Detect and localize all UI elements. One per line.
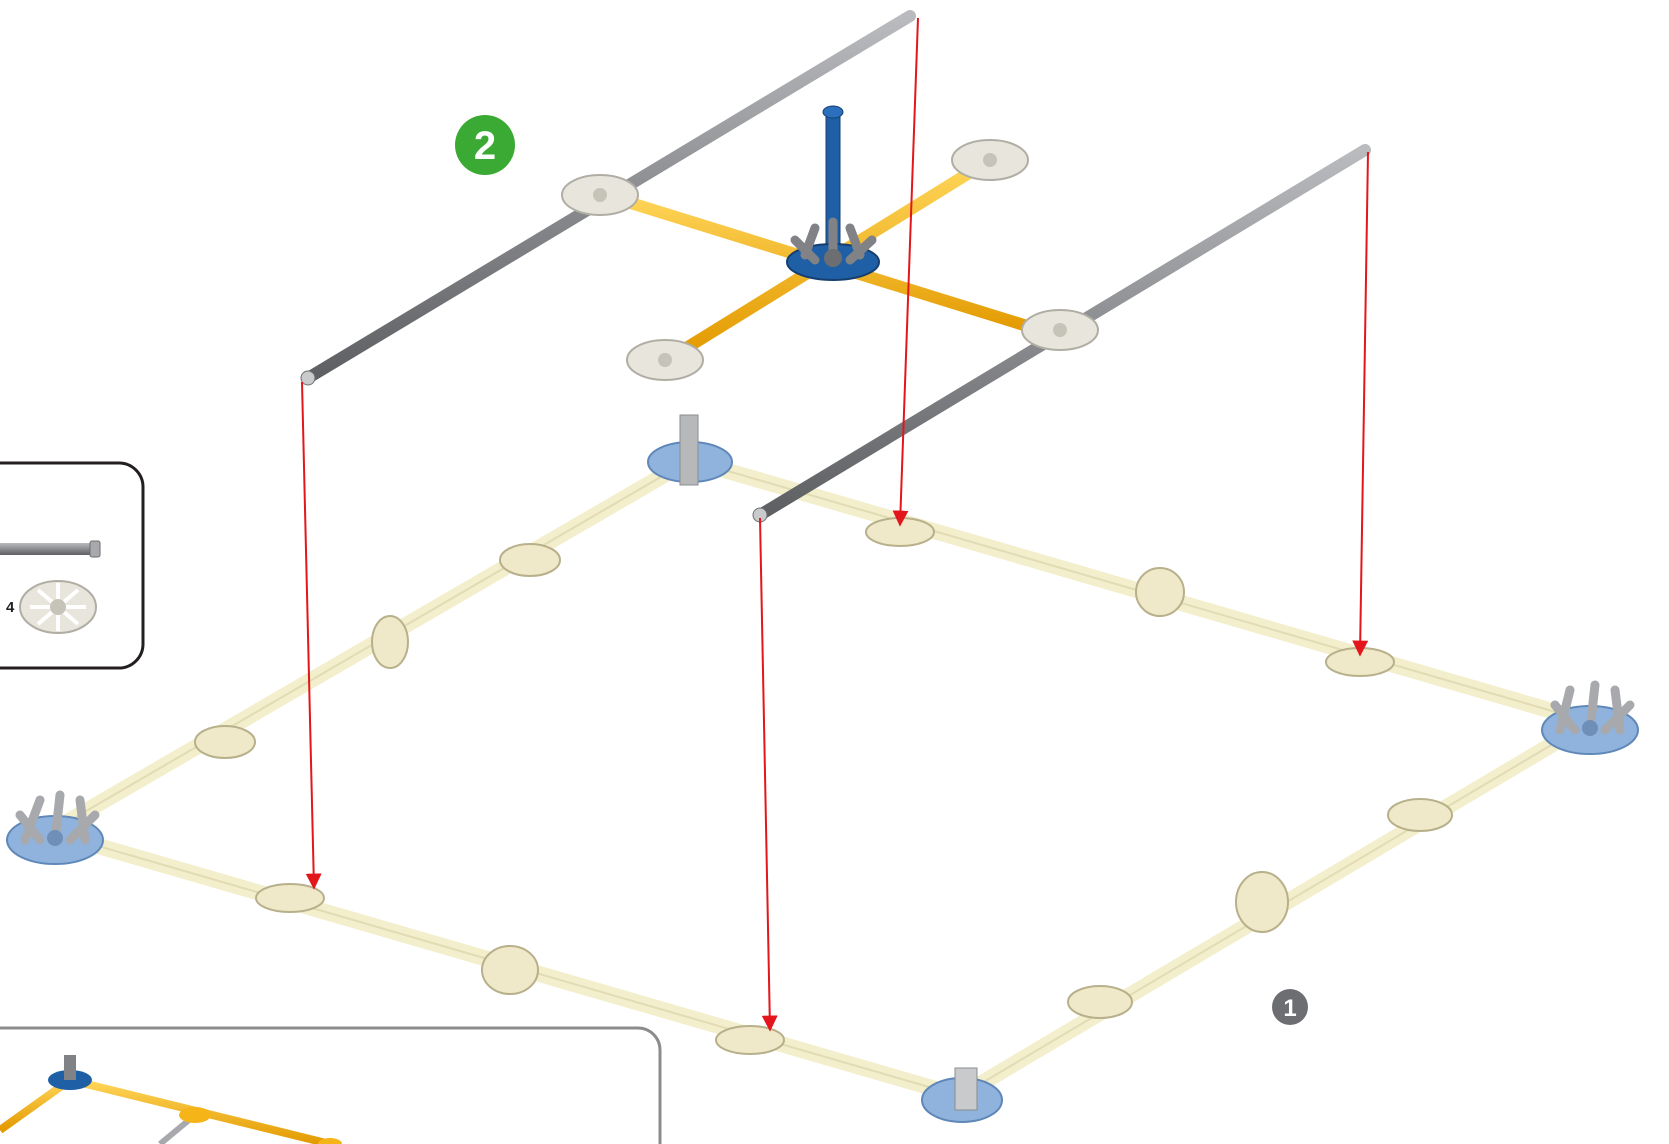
central-hub xyxy=(786,105,880,281)
base-frame-rods xyxy=(42,452,1598,1104)
tan-connector xyxy=(1387,798,1453,832)
white-connector xyxy=(1021,309,1099,351)
tan-connector xyxy=(371,615,409,669)
arrow xyxy=(892,17,919,527)
base-frame-rods-edge xyxy=(47,458,1593,1098)
parts-box: 4 xyxy=(0,461,145,670)
tan-connector xyxy=(194,725,256,759)
base-frame xyxy=(6,414,1639,1123)
corner-connector-back xyxy=(647,414,733,486)
white-connector xyxy=(951,139,1029,181)
parts-connector-quantity: 4 xyxy=(6,599,15,616)
arrow xyxy=(759,517,778,1032)
arrow xyxy=(301,381,322,890)
placement-arrows xyxy=(301,17,1369,1032)
step-number-current: 2 xyxy=(474,124,496,168)
tan-connector xyxy=(1235,871,1289,933)
white-connector xyxy=(626,339,704,381)
white-connector xyxy=(561,174,639,216)
step-badge-previous: 1 xyxy=(1272,989,1308,1025)
tan-connector xyxy=(1135,567,1185,617)
tan-connector xyxy=(499,543,561,577)
tan-connector xyxy=(1067,985,1133,1019)
corner-connector-right xyxy=(1541,680,1639,755)
step-number-previous: 1 xyxy=(1283,995,1296,1022)
corner-connector-front xyxy=(921,1067,1003,1123)
tan-connector xyxy=(255,883,325,913)
edge-connectors xyxy=(194,517,1453,1055)
corner-connector-left xyxy=(6,790,104,865)
tan-connector xyxy=(715,1025,785,1055)
yellow-cross-assembly xyxy=(561,105,1099,381)
arrow xyxy=(1352,151,1369,657)
parts-white-connector-icon xyxy=(19,580,97,634)
tan-connector xyxy=(481,945,539,995)
step-badge-current: 2 xyxy=(455,115,515,175)
parts-gray-rod-icon xyxy=(0,540,101,558)
inset-preview-box xyxy=(0,1026,662,1144)
